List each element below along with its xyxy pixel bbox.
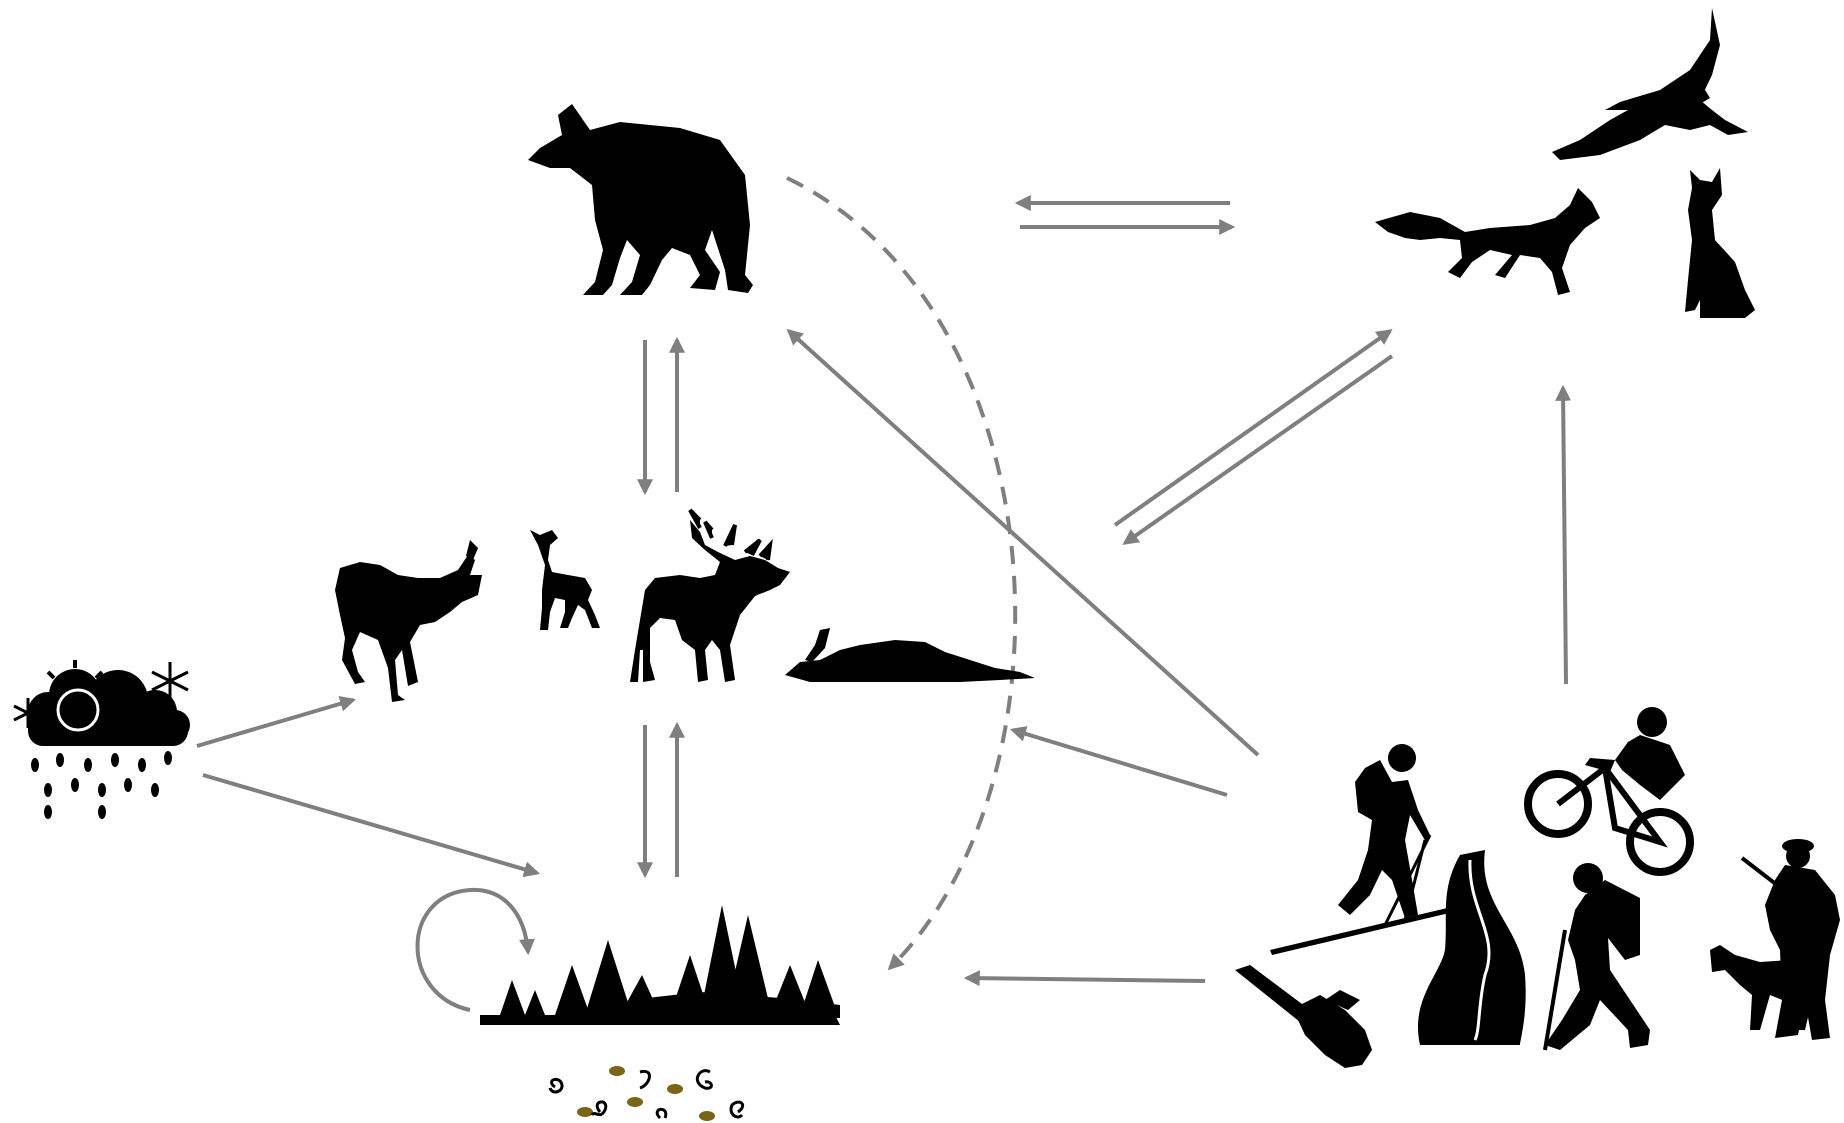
cloud-icon	[28, 670, 190, 746]
mesopredators	[1375, 8, 1755, 318]
rain-drops-icon	[31, 751, 172, 819]
edge-human-to-wolf	[786, 328, 1260, 757]
snowflake-icon	[13, 662, 189, 728]
edge-wolf-to-vegetation-dashed	[786, 176, 1018, 971]
fox-icon	[1375, 188, 1600, 295]
mountain-bike-icon	[1524, 707, 1694, 876]
chamois-icon	[335, 540, 482, 702]
carcass-icon	[785, 628, 1035, 682]
edge-weather-to-herbivores	[196, 695, 357, 748]
eagle-icon	[1552, 8, 1748, 160]
herbivores	[335, 508, 1035, 702]
hiker-icon	[1543, 863, 1650, 1051]
edges	[196, 176, 1572, 1012]
soil-organisms-icon	[548, 1066, 745, 1121]
chainsaw-icon	[1235, 965, 1372, 1068]
wolf-icon	[528, 104, 753, 295]
road-icon	[1417, 850, 1526, 1045]
ski-touring-icon	[1270, 744, 1462, 955]
deer-icon	[530, 530, 600, 630]
hunter-with-dog-icon	[1710, 839, 1840, 1040]
edge-mesopredators-to-herbivores	[1122, 354, 1394, 545]
edge-vegetation-self	[415, 887, 535, 1012]
edge-human-to-vegetation	[963, 970, 1206, 987]
edge-weather-to-vegetation	[202, 773, 541, 878]
edge-human-to-mesopredators	[1555, 384, 1572, 685]
edge-herbivores-to-mesopredators	[1113, 329, 1393, 527]
lynx-icon	[1685, 168, 1755, 318]
edge-human-to-herbivores	[1009, 726, 1228, 797]
elk-icon	[630, 508, 790, 682]
human-activities	[1235, 707, 1840, 1068]
forest-icon	[480, 905, 840, 1025]
weather-icon	[13, 660, 190, 819]
